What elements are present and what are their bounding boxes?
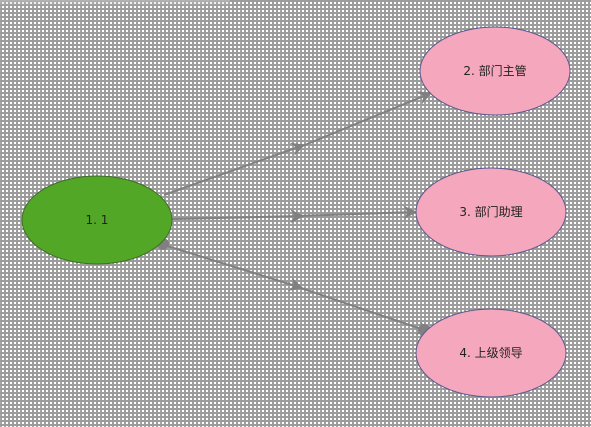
edge-start-to-superior-leader[interactable]: [157, 238, 432, 336]
node-dept-head-shape: [419, 26, 571, 116]
node-dept-head-label: 2. 部门主管: [463, 63, 526, 78]
node-dept-assistant-label: 3. 部门助理: [459, 204, 522, 219]
edge-segment: [163, 244, 304, 291]
node-start-label: 1. 1: [86, 213, 109, 227]
node-start[interactable]: 1. 1: [21, 175, 173, 265]
edge-segment: [297, 286, 432, 335]
node-start-shape: [21, 175, 173, 265]
edge-segment: [297, 205, 418, 220]
top-shadow: [0, 0, 230, 6]
edge-segment: [299, 91, 433, 148]
node-dept-head[interactable]: 2. 部门主管: [419, 26, 571, 116]
node-dept-assistant[interactable]: 3. 部门助理: [415, 167, 567, 257]
edge-start-to-dept-head[interactable]: [163, 91, 433, 196]
node-superior-leader-label: 4. 上级领导: [459, 346, 522, 360]
edge-start-to-dept-assistant[interactable]: [171, 205, 418, 224]
edge-segment: [171, 209, 305, 224]
node-superior-leader-shape: [415, 308, 567, 398]
node-dept-assistant-shape: [415, 167, 567, 257]
edge-segment: [163, 142, 306, 196]
node-superior-leader[interactable]: 4. 上级领导: [415, 308, 567, 398]
